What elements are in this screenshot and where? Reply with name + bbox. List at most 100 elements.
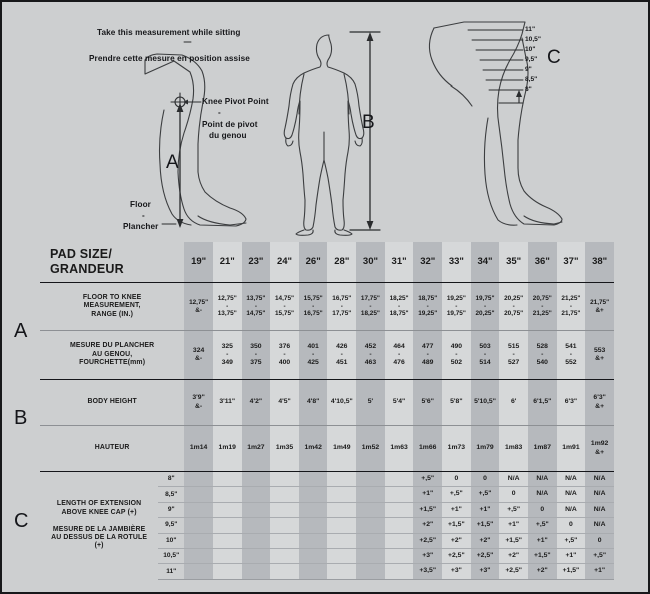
extension-cell-4-0	[184, 532, 213, 549]
extension-cell-1-5	[327, 486, 357, 503]
extension-cell-6-12: +2"	[527, 563, 557, 580]
extension-cell-6-5	[327, 563, 357, 580]
extension-cell-5-9: +2,5"	[442, 547, 471, 564]
row-floor-to-knee-mm-cell-5: 426-451	[327, 330, 357, 380]
extension-cell-0-8: +,5"	[413, 470, 443, 487]
extension-cell-3-12: +,5"	[527, 517, 557, 534]
extension-cell-2-14: N/A	[585, 501, 614, 518]
extension-cell-4-8: +2,5"	[413, 532, 443, 549]
extension-cell-5-0	[184, 547, 213, 564]
extension-cell-4-1	[212, 532, 242, 549]
extension-cell-1-1	[212, 486, 242, 503]
extension-sub-label-1: 8,5"	[158, 486, 185, 503]
section-marker-c: C	[14, 510, 29, 532]
row-floor-to-knee-in-cell-11: 20,25"-20,75"	[499, 282, 528, 331]
row-extension-6: 11"+3,5"+3"+3"+2,5"+2"+1,5"+1"	[40, 563, 614, 580]
row-floor-to-knee-mm-cell-2: 350-375	[241, 330, 271, 380]
row-hauteur-cell-1: 1m19	[212, 425, 242, 472]
extension-sub-label-4: 10"	[158, 532, 185, 549]
size-column-header-4: 26"	[298, 242, 328, 283]
extension-cell-4-6	[356, 532, 385, 549]
size-column-header-12: 36"	[527, 242, 557, 283]
row-floor-to-knee-in-cell-14: 21,75"&+	[585, 282, 614, 331]
row-body-height-cell-8: 5'6"	[413, 379, 443, 426]
row-hauteur-cell-2: 1m27	[241, 425, 271, 472]
extension-cell-4-4	[298, 532, 328, 549]
row-body-height-cell-9: 5'8"	[442, 379, 471, 426]
size-column-header-14: 38"	[585, 242, 614, 283]
extension-cell-1-2	[241, 486, 271, 503]
row-hauteur-cell-4: 1m42	[298, 425, 328, 472]
row-hauteur-label: HAUTEUR	[40, 425, 185, 472]
extension-cell-3-6	[356, 517, 385, 534]
row-hauteur-cell-14: 1m92&+	[585, 425, 614, 472]
extension-sub-label-6: 11"	[158, 563, 185, 580]
extension-cell-6-8: +3,5"	[413, 563, 443, 580]
extension-cell-6-4	[298, 563, 328, 580]
size-column-header-9: 33"	[442, 242, 471, 283]
caption-sitting-fr: Prendre cette mesure en position assise	[89, 54, 250, 63]
human-hand-right	[354, 137, 363, 147]
section-marker-b: B	[14, 407, 28, 429]
extension-cell-0-2	[241, 470, 271, 487]
extension-cell-6-2	[241, 563, 271, 580]
extension-cell-0-4	[298, 470, 328, 487]
extension-cell-3-14: N/A	[585, 517, 614, 534]
extension-cell-4-10: +2"	[470, 532, 500, 549]
row-body-height-label: BODY HEIGHT	[40, 379, 185, 426]
size-column-header-2: 23"	[241, 242, 271, 283]
extension-cell-0-0	[184, 470, 213, 487]
row-floor-to-knee-in-cell-10: 19,75"-20,25"	[470, 282, 500, 331]
boot-sole	[197, 215, 247, 226]
extension-cell-4-3	[270, 532, 299, 549]
extension-cell-0-9: 0	[442, 470, 471, 487]
extension-cell-1-6	[356, 486, 385, 503]
row-floor-to-knee-in-cell-6: 17,75"-18,25"	[356, 282, 385, 331]
row-body-height-cell-14: 6'3"&+	[585, 379, 614, 426]
extension-cell-4-11: +1,5"	[499, 532, 528, 549]
row-floor-to-knee-in-cell-12: 20,75"-21,25"	[527, 282, 557, 331]
human-foot-right	[334, 229, 353, 236]
knee-pivot-arrowhead	[183, 99, 188, 105]
caption-sitting-en: Take this measurement while sitting	[97, 28, 241, 37]
extension-cell-5-10: +2,5"	[470, 547, 500, 564]
extension-cell-4-14: 0	[585, 532, 614, 549]
c-tick-label-9-5: 9,5"	[525, 56, 538, 63]
c-tick-label-10: 10"	[525, 46, 536, 53]
row-floor-to-knee-mm-cell-1: 325-349	[212, 330, 242, 380]
extension-cell-5-2	[241, 547, 271, 564]
extension-cell-0-13: N/A	[556, 470, 586, 487]
row-floor-to-knee-in-cell-4: 15,75"-16,75"	[298, 282, 328, 331]
row-floor-to-knee-mm-cell-3: 376-400	[270, 330, 299, 380]
caption-knee-pivot-separator: -	[218, 108, 221, 117]
extension-cell-5-14: +,5"	[585, 547, 614, 564]
row-body-height-cell-1: 3'11"	[212, 379, 242, 426]
extension-cell-6-6	[356, 563, 385, 580]
row-hauteur-cell-13: 1m91	[556, 425, 586, 472]
extension-cell-2-11: +,5"	[499, 501, 528, 518]
size-column-header-5: 28"	[327, 242, 357, 283]
dimension-a-arrow-top	[176, 103, 184, 112]
extension-cell-2-13: N/A	[556, 501, 586, 518]
row-floor-to-knee-in-cell-13: 21,25"-21,75"	[556, 282, 586, 331]
row-floor-to-knee-in-cell-2: 13,75"-14,75"	[241, 282, 271, 331]
size-column-header-8: 32"	[413, 242, 443, 283]
extension-cell-3-8: +2"	[413, 517, 443, 534]
extension-cell-0-1	[212, 470, 242, 487]
row-floor-to-knee-in-cell-7: 18,25"-18,75"	[384, 282, 414, 331]
extension-cell-6-10: +3"	[470, 563, 500, 580]
row-hauteur-cell-10: 1m79	[470, 425, 500, 472]
row-hauteur-cell-0: 1m14	[184, 425, 213, 472]
extension-cell-1-12: N/A	[527, 486, 557, 503]
extension-cell-3-4	[298, 517, 328, 534]
extension-cell-5-1	[212, 547, 242, 564]
extension-cell-4-9: +2"	[442, 532, 471, 549]
